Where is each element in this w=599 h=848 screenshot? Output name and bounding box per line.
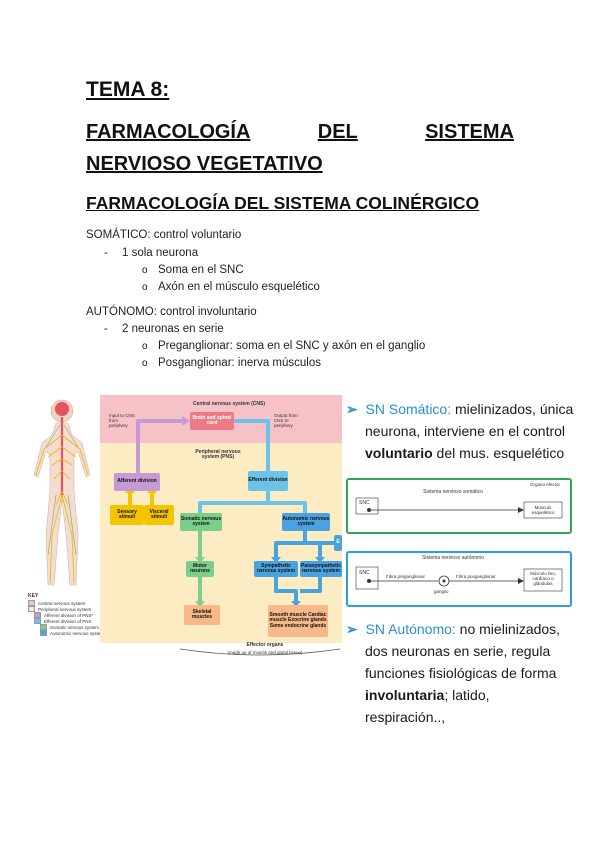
heading-line-2: NERVIOSO VEGETATIVO bbox=[86, 153, 323, 175]
key-label: Autonomic nervous system bbox=[50, 630, 105, 636]
output-label: Output from CNS to periphery bbox=[274, 413, 298, 428]
nervous-system-body-illustration bbox=[33, 399, 91, 586]
key-swatch bbox=[28, 606, 35, 612]
heading-word: SISTEMA bbox=[425, 121, 514, 143]
somatic-lead: SN Somático: bbox=[365, 401, 452, 417]
afferent-box: Afferent division bbox=[114, 473, 160, 491]
snc-label: SNC bbox=[359, 570, 370, 576]
somatic-box: Somatic nervous system bbox=[180, 513, 222, 531]
somatico-item: Soma en el SNC bbox=[158, 264, 244, 276]
autonomo-label: AUTÓNOMO: control involuntario bbox=[86, 306, 257, 318]
key-label: Afferent division of PNS* bbox=[44, 612, 94, 618]
somatico-item: Axón en el músculo esquelético bbox=[158, 281, 320, 293]
effector-subtitle: (made up of muscle and gland tissue) bbox=[227, 650, 303, 655]
auto-line-4: involuntaria; latido, bbox=[346, 684, 586, 706]
circle-bullet: o bbox=[142, 358, 148, 369]
auto-line-3: funciones fisiológicas de forma bbox=[365, 665, 557, 681]
auto-line-5: respiración.., bbox=[365, 709, 446, 725]
auto-line-1: ➢ SN Autónomo: no mielinizados, bbox=[346, 618, 586, 640]
auto-line-1-rest: no mielinizados, bbox=[455, 621, 561, 637]
circle-bullet: o bbox=[142, 282, 148, 293]
smooth-box: Smooth muscle Cardiac muscle Exocrine gl… bbox=[268, 605, 328, 637]
parasympathetic-box: Parasympathetic nervous system bbox=[300, 561, 342, 577]
autonomic-box: Autonomic nervous system bbox=[282, 513, 330, 531]
key-row: Central nervous system bbox=[28, 600, 138, 606]
somatic-schema bbox=[355, 497, 563, 519]
ganglion-label: ganglio bbox=[434, 589, 449, 594]
motor-box: Motor neurons bbox=[186, 561, 214, 577]
circle-bullet: o bbox=[142, 341, 148, 352]
pns-title: Peripheral nervous system (PNS) bbox=[195, 449, 241, 460]
autonomic-panel-title: Sistema nervioso autónomo bbox=[422, 555, 484, 561]
visceral-box: Visceral stimuli bbox=[144, 505, 174, 525]
autonomo-dash-item: 2 neuronas en serie bbox=[122, 323, 224, 335]
autonomo-item: Preganglionar: soma en el SNC y axón en … bbox=[158, 340, 426, 352]
somatico-label: SOMÁTICO: control voluntario bbox=[86, 229, 242, 241]
page-title: TEMA 8: bbox=[86, 78, 170, 101]
somatic-line-1-rest: mielinizados, única bbox=[451, 401, 574, 417]
efferent-box: Efferent division bbox=[248, 471, 288, 491]
somatic-line-3-rest: del mus. esquelético bbox=[432, 445, 565, 461]
heading-word: FARMACOLOGÍA bbox=[86, 121, 251, 143]
circle-bullet: o bbox=[142, 265, 148, 276]
snc-label: SNC bbox=[359, 500, 370, 506]
somatic-panel: Sistema nervioso somático Órgano efector… bbox=[346, 478, 572, 534]
key-row: Afferent division of PNS* bbox=[28, 612, 138, 618]
sensory-box: Sensory stimuli bbox=[110, 505, 144, 525]
dash-bullet: - bbox=[104, 247, 108, 259]
dash-bullet: - bbox=[104, 323, 108, 335]
subsection-heading: FARMACOLOGÍA DEL SISTEMA COLINÉRGICO bbox=[86, 193, 480, 213]
somatic-description: ➢ SN Somático: mielinizados, única neuro… bbox=[346, 398, 586, 464]
autonomic-description: ➢ SN Autónomo: no mielinizados, dos neur… bbox=[346, 618, 586, 728]
autonomic-schema bbox=[355, 566, 563, 592]
autonomo-item: Posganglionar: inerva músculos bbox=[158, 357, 322, 369]
sympathetic-box: Sympathetic nervous system bbox=[254, 561, 298, 577]
nervous-system-diagram: Central nervous system (CNS) Brain and s… bbox=[100, 395, 342, 660]
figure-key: KEY Central nervous system Peripheral ne… bbox=[28, 593, 138, 636]
heading-word: DEL bbox=[317, 121, 358, 143]
cns-title: Central nervous system (CNS) bbox=[193, 401, 265, 407]
key-label: Somatic nervous system bbox=[50, 624, 100, 630]
section-heading: FARMACOLOGÍA DEL SISTEMA NERVIOSO VEGETA… bbox=[86, 116, 514, 180]
key-label: Efferent division of PNS bbox=[44, 618, 92, 624]
post-fiber-label: Fibra posganglionar bbox=[456, 574, 496, 579]
key-title: KEY bbox=[28, 593, 39, 599]
key-swatch bbox=[34, 618, 41, 624]
somatic-line-1: ➢ SN Somático: mielinizados, única bbox=[346, 398, 586, 420]
key-swatch bbox=[40, 630, 47, 636]
somatic-target: Músculo esquelético bbox=[531, 505, 555, 515]
effector-title: Effector organs bbox=[246, 642, 284, 648]
key-row: Somatic nervous system bbox=[28, 624, 138, 630]
somatico-dash-item: 1 sola neurona bbox=[122, 247, 199, 259]
somatic-line-2: neurona, interviene en el control bbox=[365, 423, 566, 439]
key-swatch bbox=[34, 612, 41, 618]
key-label: Peripheral nervous system bbox=[38, 606, 92, 612]
input-label: Input to CNS from periphery bbox=[109, 413, 135, 428]
arrow-bullet-icon: ➢ bbox=[346, 621, 358, 637]
auto-lead: SN Autónomo: bbox=[365, 621, 456, 637]
key-row: Efferent division of PNS bbox=[28, 618, 138, 624]
autonomic-panel: Sistema nervioso autónomo SNC Fibra preg… bbox=[346, 551, 572, 607]
somatic-line-3: voluntario del mus. esquelético bbox=[346, 442, 586, 464]
auto-line-2: dos neuronas en serie, regula bbox=[365, 643, 551, 659]
autonomic-target: Músculo liso, cardíaco o glándulas bbox=[529, 571, 556, 586]
auto-line-4-rest: ; latido, bbox=[444, 687, 490, 703]
pre-fiber-label: Fibra preganglionar bbox=[386, 574, 426, 579]
key-swatch bbox=[28, 600, 35, 606]
key-swatch bbox=[40, 624, 47, 630]
skeletal-box: Skeletal muscles bbox=[184, 605, 220, 625]
somatic-bold: voluntario bbox=[365, 445, 433, 461]
key-label: Central nervous system bbox=[38, 600, 86, 606]
key-row: Peripheral nervous system bbox=[28, 606, 138, 612]
arrow-bullet-icon: ➢ bbox=[346, 401, 358, 417]
brain-box: Brain and spinal cord bbox=[190, 412, 234, 430]
key-row: Autonomic nervous system bbox=[28, 630, 138, 636]
enteric-tab: E bbox=[334, 535, 342, 551]
auto-bold: involuntaria bbox=[365, 687, 445, 703]
somatic-panel-title: Sistema nervioso somático bbox=[423, 489, 483, 495]
organ-label: Órgano efector bbox=[529, 482, 561, 487]
